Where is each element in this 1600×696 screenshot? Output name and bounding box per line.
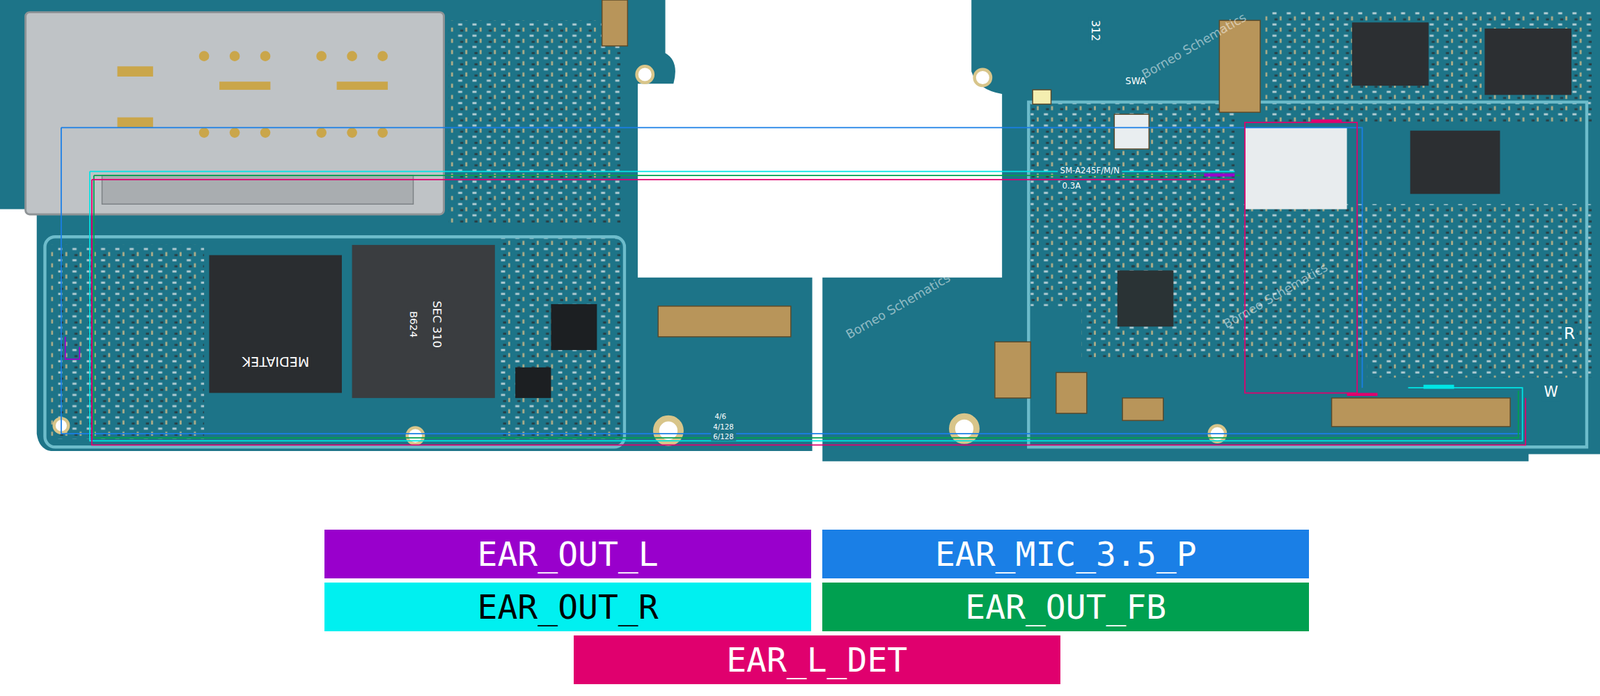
board-marking: 6/128 [710,432,736,442]
trace-ear-out-l [65,336,81,360]
board-marking: B624 [407,309,420,340]
led [1032,89,1051,105]
chip [1117,270,1174,328]
board-marking: 4/128 [710,421,736,431]
board-marking: MEDIATEK [239,354,311,370]
board-marking: SM-A245F/M/N [1058,165,1122,176]
hole [637,66,654,83]
legend-swatch: EAR_OUT_L [324,529,812,579]
sim-tray-body [25,12,445,215]
trace-ear-out-r [89,171,1523,441]
sim-pads [117,50,388,138]
sim-tray [25,12,445,215]
parts-area [449,20,623,225]
board-connector [994,341,1031,399]
legend-label: EAR_OUT_FB [965,587,1167,627]
board-connector [1122,398,1164,421]
board-marking: 312 [1088,18,1102,44]
shield-frame [1028,102,1587,448]
board-connector [1056,372,1087,414]
shield-frame [44,236,624,447]
board-connector [602,0,629,46]
board-connector [1331,398,1511,427]
board-marking: R [1561,324,1578,344]
board-connector [657,306,791,337]
legend-label: EAR_MIC_3.5_P [935,534,1197,574]
signal-traces [61,119,1526,446]
legend-label: EAR_OUT_L [477,534,659,574]
chip [1409,130,1500,195]
memory-chip [352,245,496,399]
hole [655,418,681,443]
chip [1352,22,1429,86]
pmic-chip [550,304,597,351]
board-right [822,0,1600,462]
pad-highlight [1423,385,1454,390]
hole [974,69,991,86]
legend-label: EAR_L_DET [726,640,908,680]
board-left [0,0,813,452]
pad-highlight [1203,173,1235,177]
legend-swatch: EAR_MIC_3.5_P [822,529,1309,579]
connectors [602,0,1511,427]
chip [1484,28,1572,95]
board-marking: SEC 310 [430,298,444,351]
parts-area [50,245,205,440]
legend-swatch: EAR_L_DET [573,635,1061,685]
parts-area [1081,204,1367,358]
bga-area [1244,127,1348,209]
parts-area [1367,204,1592,378]
soc-chip [208,255,342,394]
legend-swatch: EAR_OUT_R [324,582,812,632]
pad-highlight [1347,393,1378,397]
legend-label: EAR_OUT_R [477,587,659,627]
parts-area [1265,10,1592,123]
pad-highlight [1311,119,1342,123]
board-marking: W [1542,384,1561,402]
board-marking: 4/6 [712,412,729,422]
chip [515,367,551,399]
trace-ear-out-fb [93,175,1519,438]
board-marking: 0.3A [1060,181,1084,191]
trace-ear-mic [61,127,1521,434]
pcb-board [0,0,1600,462]
chips [208,22,1572,399]
qr-code [1114,114,1149,149]
trace-ear-l-det [91,122,1526,445]
mounting-holes [54,66,1226,445]
legend-swatch: EAR_OUT_FB [822,582,1309,632]
parts-area [499,234,623,439]
